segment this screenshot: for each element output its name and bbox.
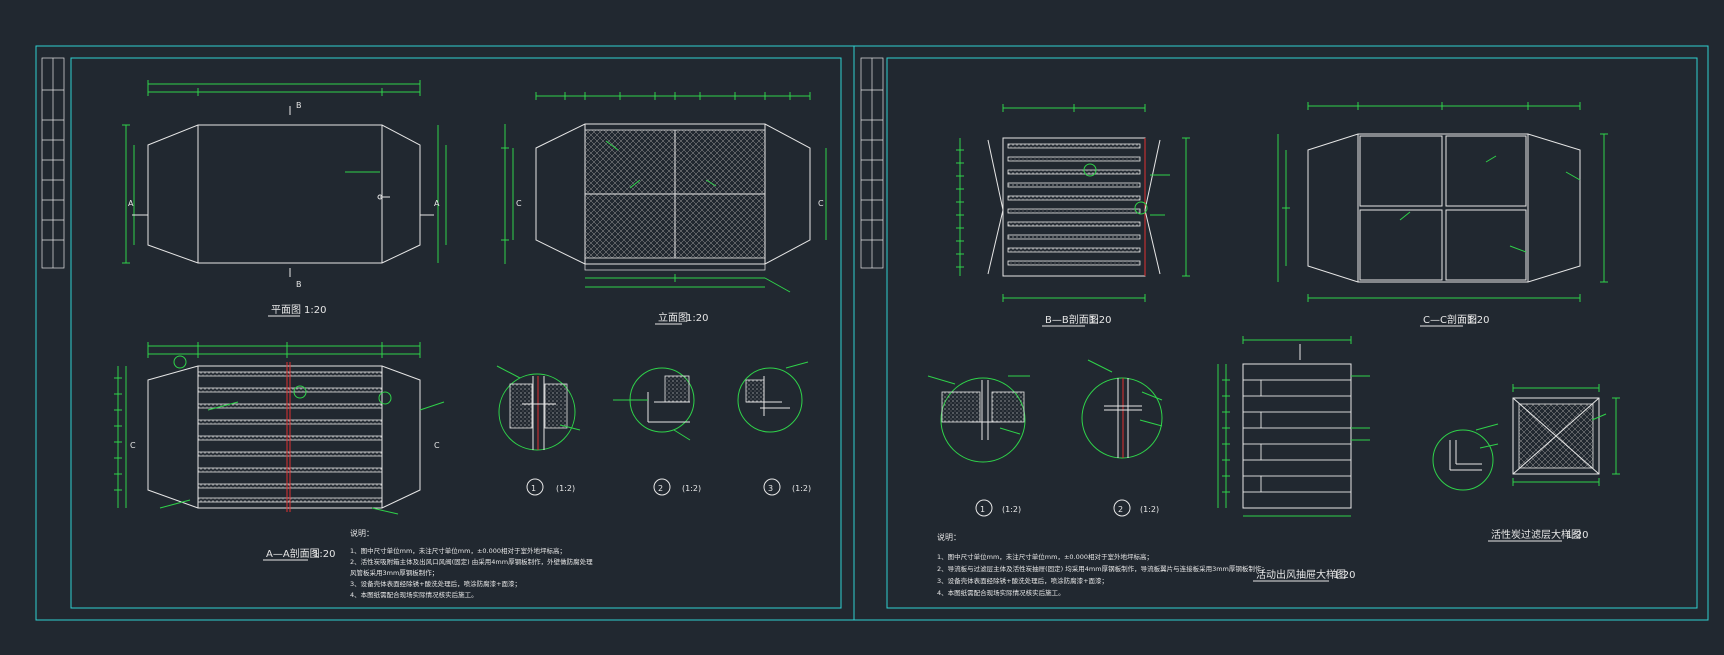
plan-scale-text: 1:20 [304,305,326,316]
plan-title-text: 平面图 [271,304,301,316]
left-notes: 说明： 1、图中尺寸单位mm，未注尺寸单位mm，±0.000相对于室外地坪标高；… [350,528,593,599]
drawer-title: 活动出风抽屉大样图 1:20 [1253,568,1355,582]
right-detail-2-scale: (1:2) [1140,505,1159,514]
filter-scale-text: 1:20 [1566,530,1588,541]
left-detail-3-number: 3 [768,484,773,493]
right-notes: 说明： 1、图中尺寸单位mm，未注尺寸单位mm，±0.000相对于室外地坪标高；… [937,532,1268,597]
right-note-3: 3、设备壳体表面经除锈+酸洗处理后，喷涂防腐漆+面漆； [937,576,1108,585]
cc-title: C—C剖面图 1:20 [1420,313,1489,327]
right-detail-1 [927,375,1030,517]
front-title-text: 立面图 [658,311,688,324]
drawer-title-text: 活动出风抽屉大样图 [1256,568,1346,581]
left-note-1: 1、图中尺寸单位mm，未注尺寸单位mm，±0.000相对于室外地坪标高； [350,546,566,555]
right-note-2: 2、导流板与过滤层主体及活性炭抽屉(固定) 均采用4mm厚钢板制作，导流板翼片与… [937,564,1268,573]
right-note-1: 1、图中尺寸单位mm，未注尺寸单位mm，±0.000相对于室外地坪标高； [937,552,1153,561]
left-detail-3 [737,361,809,496]
cc-section-view [1277,102,1608,302]
aa-section-mark-c-left: C [130,441,136,450]
left-note-3: 风管板采用3mm厚钢板制作； [350,568,438,577]
plan-view [122,80,447,277]
plan-section-mark-a-left: A [128,199,134,208]
plan-section-mark-b-top: B [296,101,302,110]
right-title-strip [860,57,884,269]
bb-title: B—B剖面图 1:20 [1042,313,1111,327]
right-detail-1-scale: (1:2) [1002,505,1021,514]
left-detail-2-number: 2 [658,484,663,493]
front-section-mark-c-left: C [516,199,522,208]
bb-section-view [956,104,1190,302]
bb-title-text: B—B剖面图 [1045,313,1099,326]
left-detail-1 [496,365,581,496]
bb-scale-text: 1:20 [1089,315,1111,326]
front-section-mark-c-right: C [818,199,824,208]
right-detail-2 [1081,359,1163,517]
left-detail-3-scale: (1:2) [792,484,811,493]
filter-title-text: 活性炭过滤层大样图 [1491,528,1581,541]
cc-title-text: C—C剖面图 [1423,313,1477,326]
left-notes-heading: 说明： [350,528,374,538]
plan-title: 平面图 1:20 [268,304,326,317]
drawer-detail-view [1217,336,1370,517]
left-detail-1-scale: (1:2) [556,484,575,493]
plan-section-mark-a-right: A [434,199,440,208]
left-detail-2 [613,367,695,496]
aa-title: A—A剖面图 1:20 [263,547,335,561]
plan-section-mark-b-bottom: B [296,280,302,289]
front-scale-text: 1:20 [686,313,708,324]
left-detail-1-number: 1 [531,484,536,493]
filter-title: 活性炭过滤层大样图 1:20 [1488,528,1588,542]
right-detail-2-number: 2 [1118,505,1123,514]
outer-frame [35,45,1709,621]
cc-scale-text: 1:20 [1467,315,1489,326]
front-title: 立面图 1:20 [655,311,708,325]
aa-section-mark-c-right: C [434,441,440,450]
right-notes-heading: 说明： [937,532,961,542]
front-elevation-view [501,92,827,293]
right-detail-1-number: 1 [980,505,985,514]
left-note-4: 3、设备壳体表面经除锈+酸洗处理后，喷涂防腐漆+面漆； [350,579,521,588]
aa-scale-text: 1:20 [313,549,335,560]
left-title-strip [41,57,65,269]
left-note-5: 4、本图纸需配合现场实际情况核实后施工。 [350,590,478,599]
aa-section-view [114,342,445,515]
left-note-2: 2、活性炭吸附箱主体及出风口风阀(固定) 由采用4mm厚钢板制作，外壁做防腐处理 [350,557,593,566]
right-note-4: 4、本图纸需配合现场实际情况核实后施工。 [937,588,1065,597]
left-detail-2-scale: (1:2) [682,484,701,493]
filter-detail-view [1432,384,1620,491]
aa-title-text: A—A剖面图 [266,547,320,560]
drawer-scale-text: 1:20 [1333,570,1355,581]
